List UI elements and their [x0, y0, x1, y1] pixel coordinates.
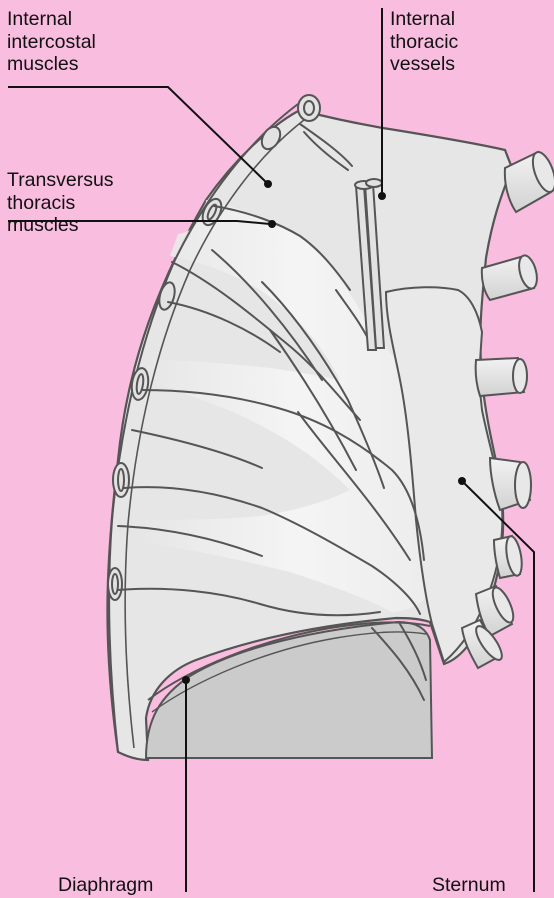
label-diaphragm: Diaphragm	[58, 874, 153, 897]
label-sternum: Sternum	[432, 874, 506, 897]
label-transversus-thoracis-muscles: Transversus thoracis muscles	[7, 169, 114, 237]
label-internal-thoracic-vessels: Internal thoracic vessels	[390, 8, 458, 76]
label-internal-intercostal-muscles: Internal intercostal muscles	[7, 8, 96, 76]
